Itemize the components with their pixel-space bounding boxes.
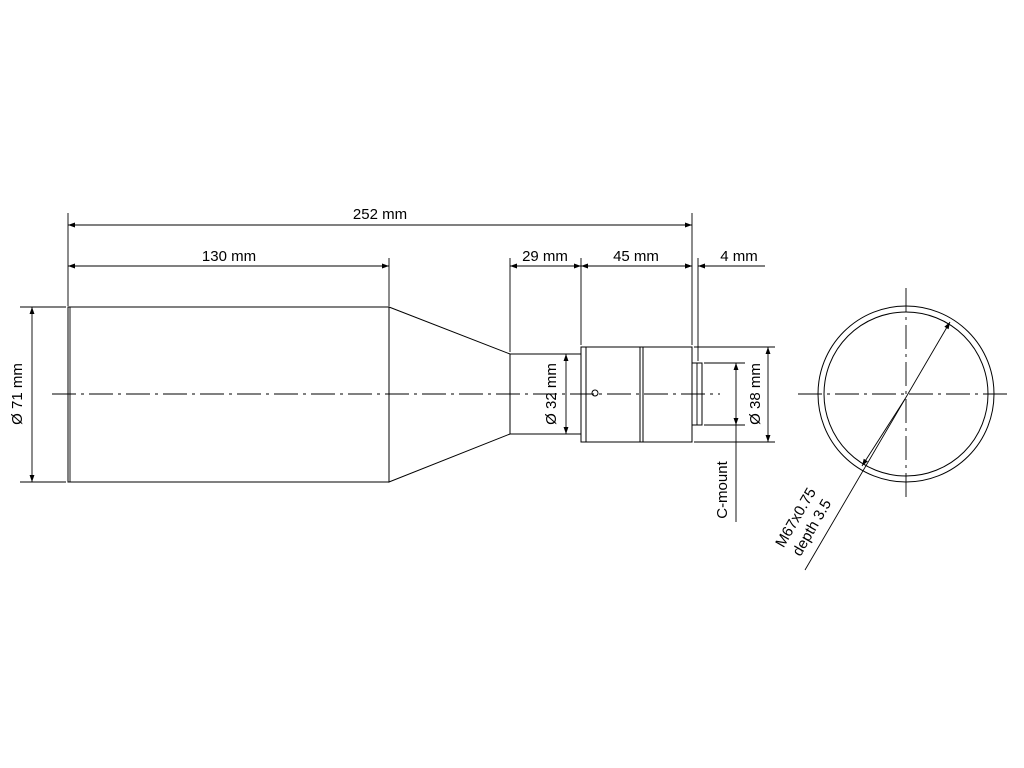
front-length-label: 130 mm [202,248,256,265]
front-diameter-label: Ø 71 mm [9,363,26,425]
c-mount-label: C-mount [714,460,731,518]
taper-section [388,306,511,483]
mount-length-label: 4 mm [720,248,758,265]
body-length-label: 45 mm [613,248,659,265]
front-barrel [67,306,390,483]
overall-length-label: 252 mm [353,206,407,223]
front-view-outer-circle [817,305,995,483]
neck-length-label: 29 mm [522,248,568,265]
lens-side-view [67,306,703,483]
body-diameter-label: Ø 38 mm [747,363,764,425]
thread-diameter-leader-start [861,398,906,467]
neck-diameter-label: Ø 32 mm [543,363,560,425]
lens-front-view: M67x0.75 depth 3.5 [772,288,1012,571]
screw-hole [591,389,599,397]
front-view-inner-circle [823,311,989,477]
thread-diameter-leader [804,321,951,571]
